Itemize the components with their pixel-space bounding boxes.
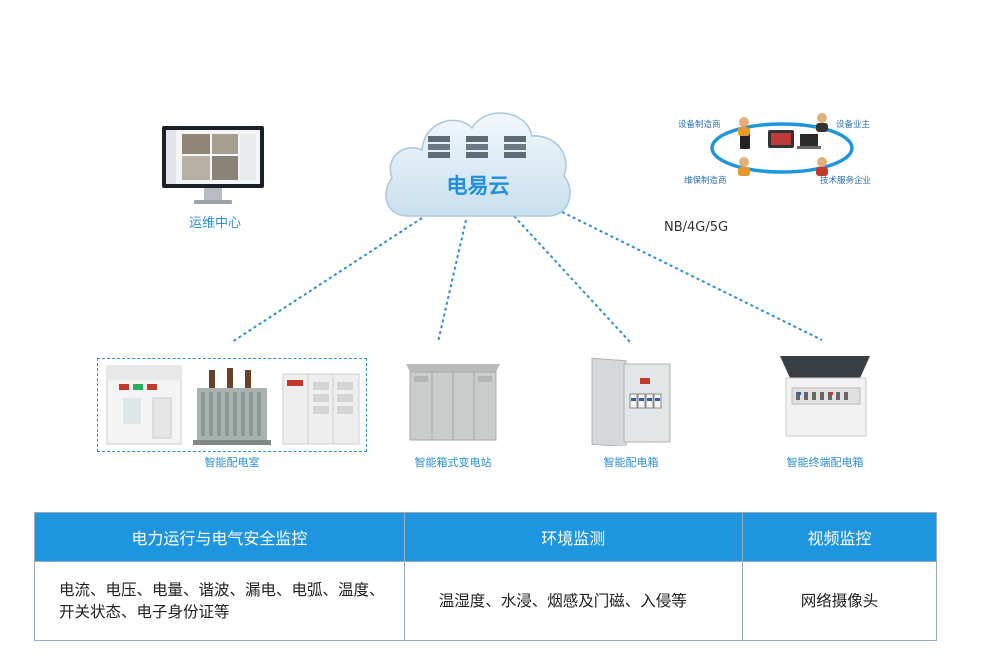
- ecosystem-label-tech-service: 技术服务企业: [820, 176, 872, 186]
- person-icon-4: [816, 157, 828, 176]
- table-cell-video: 网络摄像头: [741, 561, 938, 641]
- ecosystem-label-manufacturer: 设备制造商: [678, 120, 721, 130]
- laptop-icon: [800, 134, 818, 146]
- table-row: 电流、电压、电量、谐波、漏电、电弧、温度、开关状态、电子身份证等 温湿度、水浸、…: [34, 561, 938, 641]
- person-icon-3: [738, 157, 750, 176]
- distribution-box-icon: [591, 357, 671, 448]
- ecosystem-shapes: [710, 113, 854, 176]
- ops-center-label: 运维中心: [188, 216, 241, 231]
- substation-icon: [406, 364, 500, 441]
- table-header-row: 电力运行与电气安全监控 环境监测 视频监控: [34, 512, 938, 562]
- terminal-box-icon: [780, 356, 870, 437]
- cloud-label: 电易云: [446, 174, 510, 198]
- device-box-substation: 智能箱式变电站: [400, 360, 506, 472]
- device-label-terminal-box: 智能终端配电箱: [786, 456, 864, 469]
- person-icon-2: [816, 113, 828, 132]
- ops-center: 运维中心: [160, 124, 270, 234]
- network-label: NB/4G/5G: [664, 220, 729, 235]
- table-header-video: 视频监控: [741, 512, 938, 562]
- cloud-shape: [385, 112, 571, 217]
- monitoring-table: 电力运行与电气安全监控 环境监测 视频监控 电流、电压、电量、谐波、漏电、电弧、…: [34, 512, 938, 641]
- cloud: 电易云: [380, 98, 576, 222]
- table-header-environment: 环境监测: [403, 512, 743, 562]
- server-icons: [428, 136, 526, 158]
- link-line-3: [513, 215, 631, 343]
- ecosystem-label-maintenance: 维保制造商: [684, 176, 727, 186]
- link-line-4: [561, 211, 823, 341]
- device-label-box-substation: 智能箱式变电站: [414, 456, 492, 469]
- device-label-distribution-box: 智能配电箱: [603, 456, 659, 469]
- device-terminal-box: 智能终端配电箱: [772, 354, 878, 472]
- phone-icon: [740, 133, 750, 149]
- table-header-power: 电力运行与电气安全监控: [34, 512, 405, 562]
- link-line-2: [437, 219, 467, 343]
- device-label-distribution-room: 智能配电室: [204, 456, 260, 469]
- device-distribution-box: 智能配电箱: [588, 356, 674, 472]
- table-cell-power: 电流、电压、电量、谐波、漏电、电弧、温度、开关状态、电子身份证等: [34, 561, 405, 641]
- monitor-icon: [162, 126, 264, 204]
- ecosystem-label-owner: 设备业主: [836, 120, 871, 130]
- person-icon-1: [738, 117, 750, 136]
- table-cell-environment: 温湿度、水浸、烟感及门磁、入侵等: [403, 561, 743, 641]
- switchgear-icon: [106, 365, 360, 445]
- link-line-1: [231, 217, 423, 343]
- ecosystem-diagram: 设备制造商 设备业主 维保制造商 技术服务企业: [672, 104, 892, 192]
- device-distribution-room: 智能配电室: [97, 358, 367, 472]
